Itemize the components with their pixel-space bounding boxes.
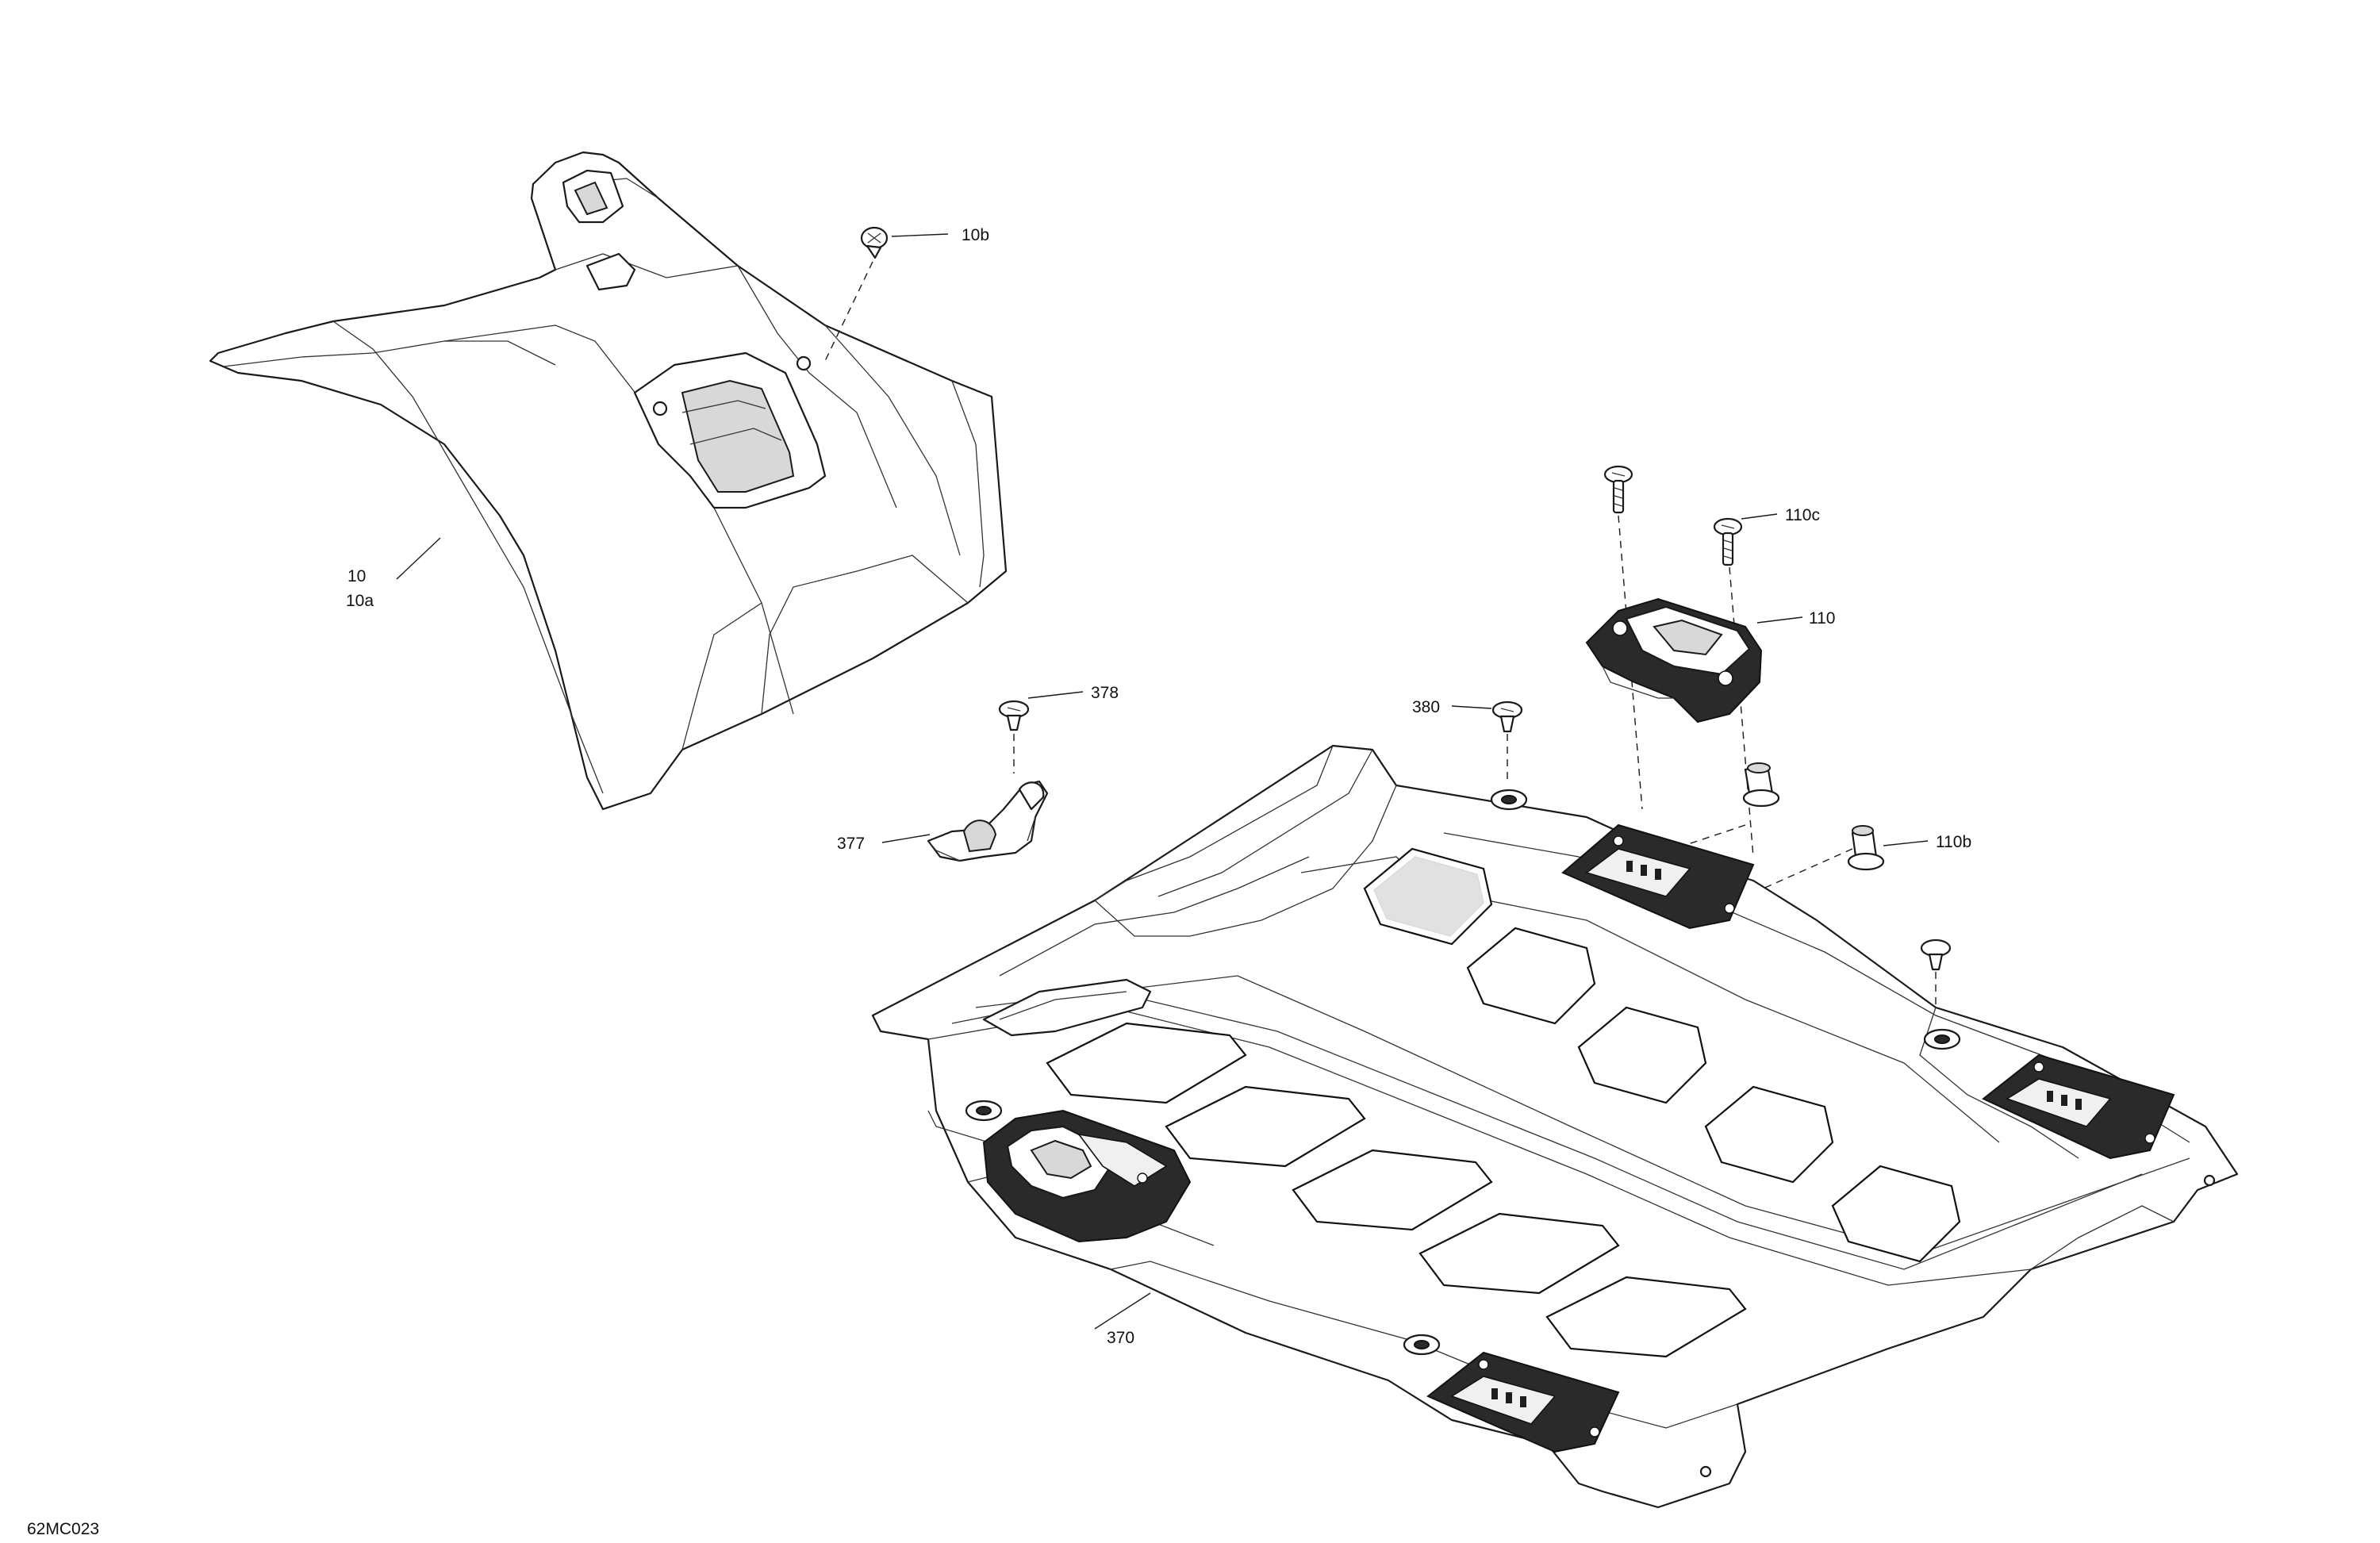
callout-378: 378 <box>1091 684 1119 702</box>
logo-grille-bottom <box>1426 1351 1620 1453</box>
front-handle <box>982 1109 1192 1243</box>
nut-110b-left <box>1742 762 1780 808</box>
logo-grille-top <box>1561 823 1755 930</box>
mounting-holes <box>965 789 2216 1478</box>
callout-377: 377 <box>837 835 865 853</box>
part-370-skid-plate <box>871 744 2239 1509</box>
part-377-clip <box>927 780 1049 862</box>
screw-110c-left <box>1603 465 1643 810</box>
callout-labels: 10b 10 10a 110c 110 110b 378 377 380 370… <box>27 226 1971 1538</box>
part-110-handle-bracket <box>1585 597 1763 724</box>
screw-110c-right <box>1713 517 1754 858</box>
screw-378 <box>998 700 1030 773</box>
screw-380 <box>1491 700 1523 781</box>
part-10-cover-panel <box>209 151 1008 811</box>
callout-10: 10 <box>347 567 366 585</box>
callout-110c: 110c <box>1785 506 1820 524</box>
callout-380: 380 <box>1412 698 1440 716</box>
callout-10a: 10a <box>346 592 374 610</box>
leader-lines <box>396 233 1929 1330</box>
screw-10b <box>824 226 889 362</box>
callout-370: 370 <box>1107 1329 1134 1347</box>
screw-skid-right <box>1920 938 1952 1019</box>
callout-110b: 110b <box>1936 833 1971 851</box>
drawing-id: 62MC023 <box>27 1520 99 1538</box>
logo-grille-right <box>1982 1054 2175 1160</box>
callout-110: 110 <box>1809 609 1835 628</box>
callout-10b: 10b <box>962 226 989 244</box>
